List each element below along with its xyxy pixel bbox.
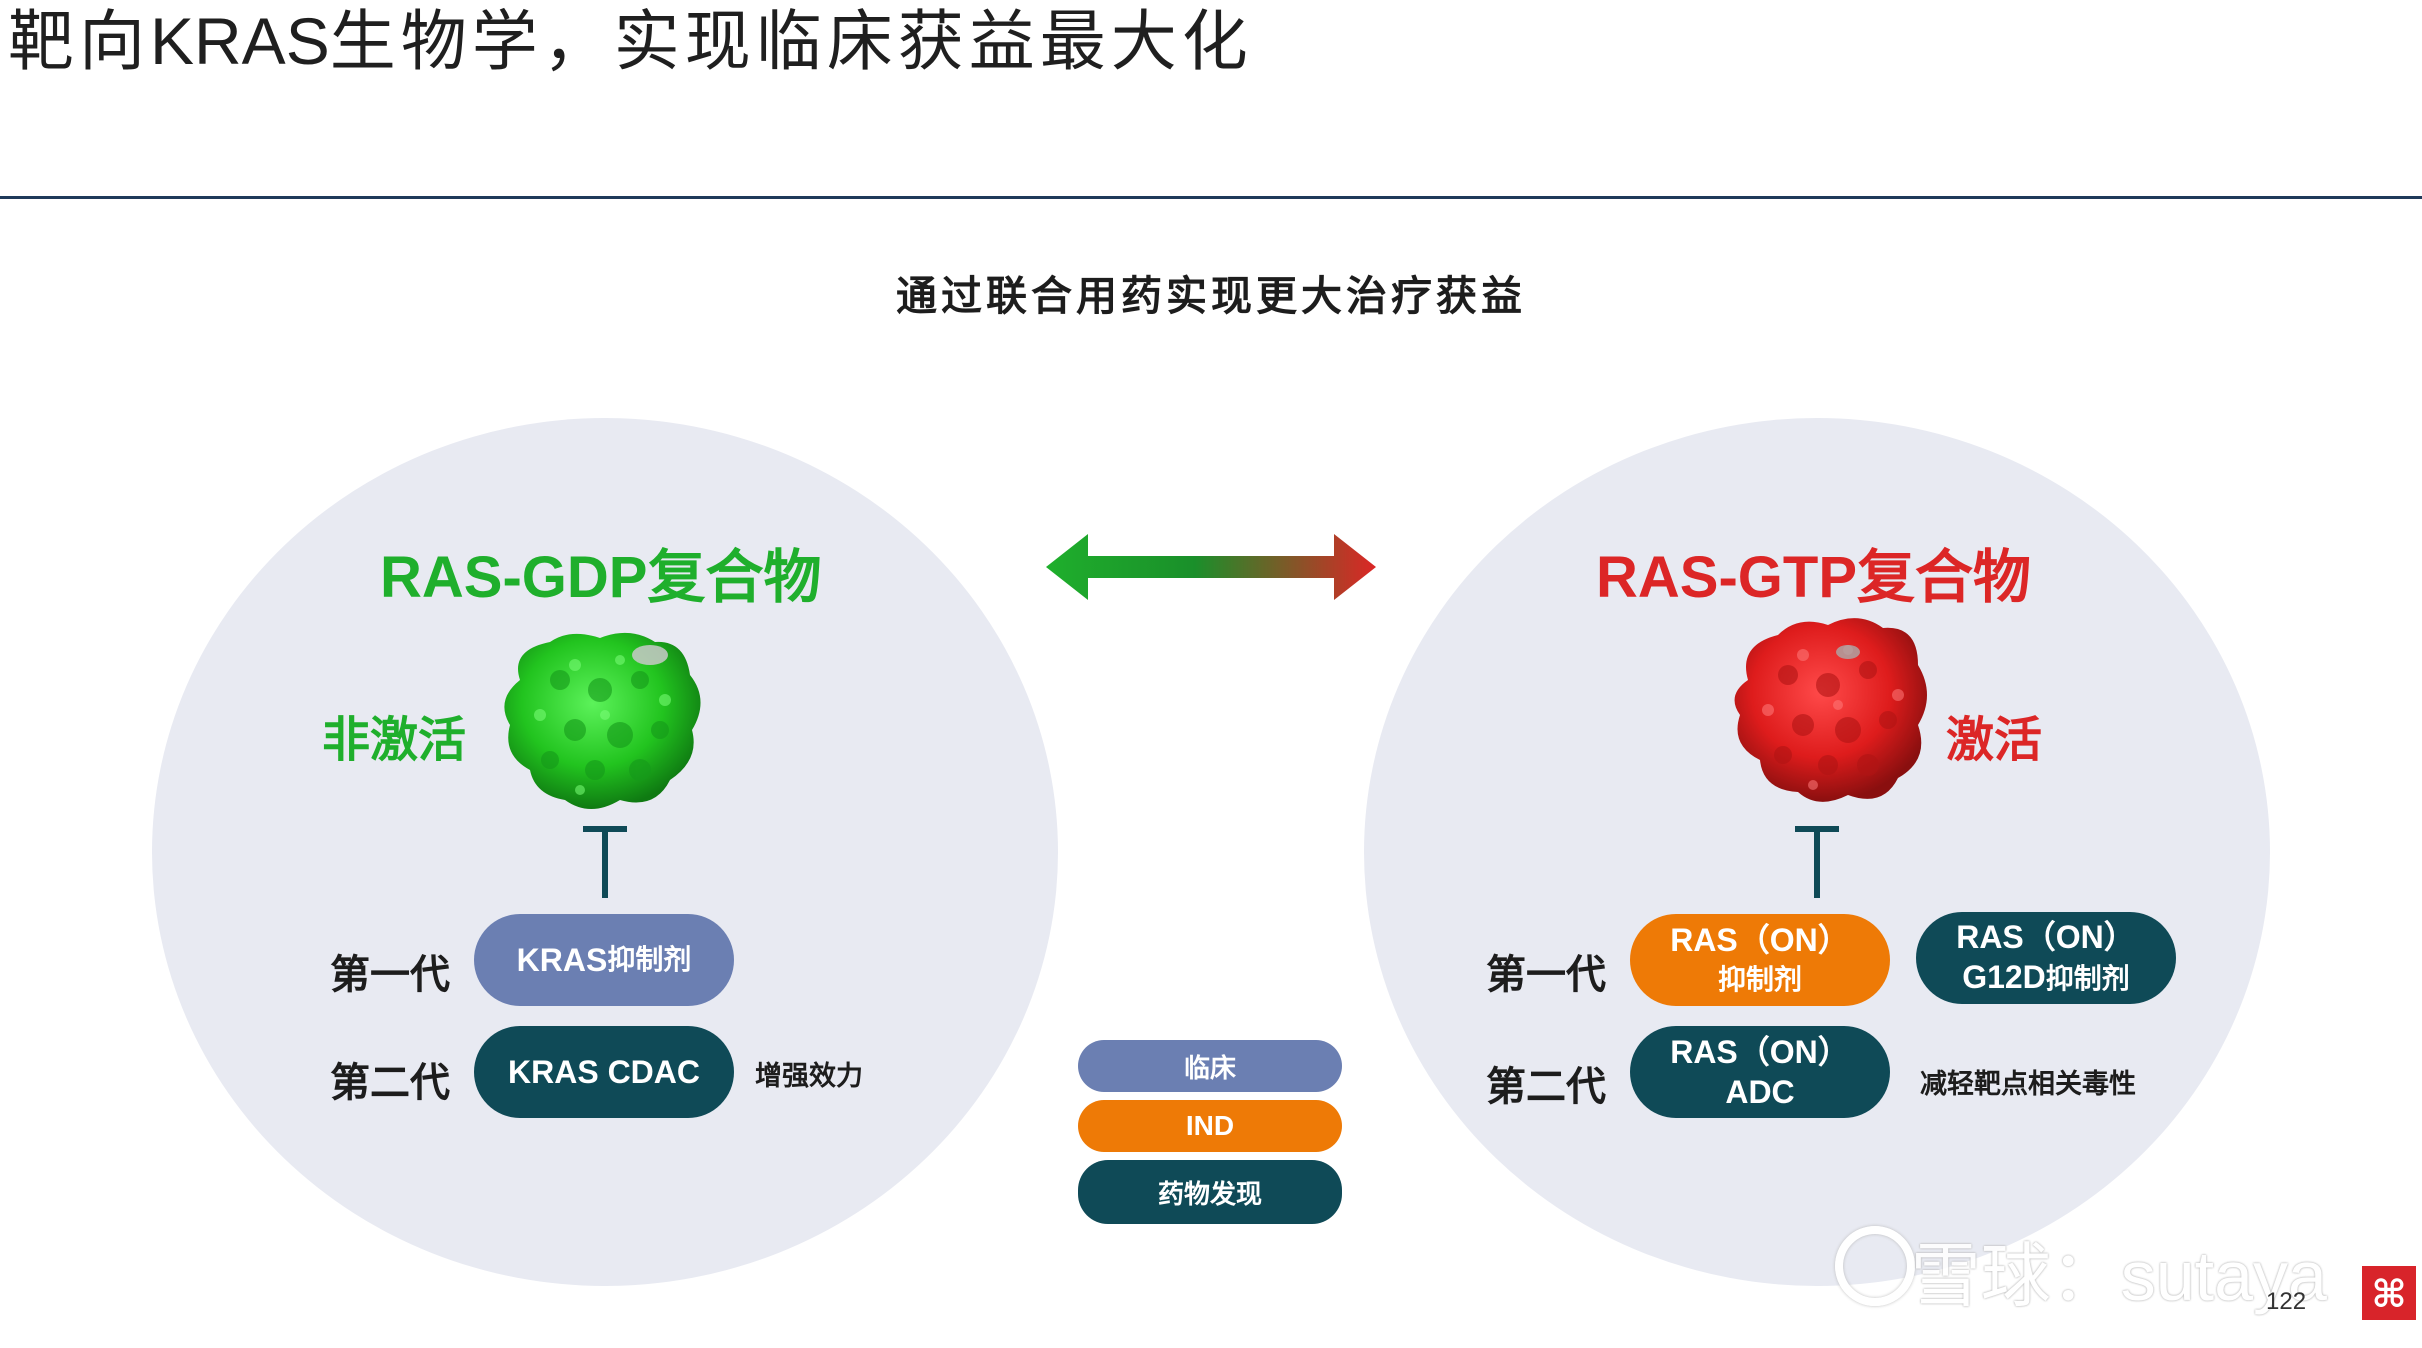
- page-number: 122: [2266, 1288, 2307, 1315]
- red-protein-icon: [1734, 618, 1927, 802]
- ras-on-g12d-pill-en: G12D: [1962, 959, 2046, 995]
- ras-on-g12d-pill-line1: RAS（ON）: [1956, 919, 2136, 955]
- right-inhibition-bar: [1795, 826, 1839, 832]
- header-divider: [0, 196, 2422, 199]
- snowball-logo-icon: [1835, 1226, 1915, 1306]
- ras-gtp-title: RAS-GTP复合物: [1596, 530, 2031, 614]
- green-protein-icon: [504, 632, 701, 809]
- ras-on-g12d-pill-line2: G12D抑制剂: [1962, 957, 2130, 999]
- ras-on-adc-pill-line2: ADC: [1725, 1074, 1795, 1110]
- active-label: 激活: [1946, 712, 2043, 768]
- diagram-subtitle: 通过联合用药实现更大治疗获益: [896, 272, 1526, 320]
- ras-on-adc-pill-line1: RAS（ON）: [1670, 1034, 1850, 1070]
- legend-ind: IND: [1078, 1100, 1342, 1152]
- ras-on-g12d-inhibitor-pill: RAS（ON） G12D抑制剂: [1916, 912, 2176, 1004]
- ras-gtp-title-en: RAS-GTP: [1596, 545, 1857, 610]
- ras-on-inhibitor-pill-line2: 抑制剂: [1717, 963, 1802, 996]
- ras-on-inhibitor-pill-line1: RAS（ON）: [1670, 922, 1850, 958]
- left-inhibition-stem: [602, 828, 608, 898]
- ras-gdp-title: RAS-GDP复合物: [380, 530, 821, 614]
- title-kras: KRAS: [150, 4, 330, 78]
- ras-gtp-title-cn: 复合物: [1857, 543, 2032, 611]
- right-gen1-label: 第一代: [1486, 951, 1606, 998]
- double-arrow-icon: [1046, 534, 1376, 600]
- legend-drug-discovery: 药物发现: [1078, 1160, 1342, 1224]
- kras-inhibitor-pill-cn: 抑制剂: [607, 943, 692, 976]
- legend-clinical: 临床: [1078, 1040, 1342, 1092]
- title-prefix: 靶向: [8, 3, 150, 80]
- left-gen2-note: 增强效力: [755, 1061, 863, 1092]
- page-title: 靶向KRAS生物学，实现临床获益最大化: [8, 0, 1253, 83]
- right-gen2-label: 第二代: [1486, 1063, 1606, 1110]
- left-gen2-label: 第二代: [330, 1059, 450, 1106]
- left-gen1-label: 第一代: [330, 951, 450, 998]
- ras-on-g12d-pill-cn: 抑制剂: [2045, 962, 2130, 995]
- title-suffix: 生物学，实现临床获益最大化: [329, 3, 1253, 80]
- right-gen2-note: 减轻靶点相关毒性: [1920, 1069, 2136, 1100]
- brand-stamp-icon: ⌘: [2362, 1266, 2416, 1320]
- right-inhibition-stem: [1814, 828, 1820, 898]
- ras-gdp-title-en: RAS-GDP: [380, 545, 648, 610]
- inactive-label: 非激活: [322, 712, 467, 768]
- kras-cdac-pill: KRAS CDAC: [474, 1026, 734, 1118]
- ras-on-inhibitor-pill: RAS（ON） 抑制剂: [1630, 914, 1890, 1006]
- left-inhibition-bar: [583, 826, 627, 832]
- watermark: 雪球：sutaya: [1910, 1237, 2327, 1315]
- kras-inhibitor-pill-en: KRAS: [516, 942, 608, 978]
- ras-gdp-title-cn: 复合物: [647, 543, 822, 611]
- ras-on-adc-pill: RAS（ON） ADC: [1630, 1026, 1890, 1118]
